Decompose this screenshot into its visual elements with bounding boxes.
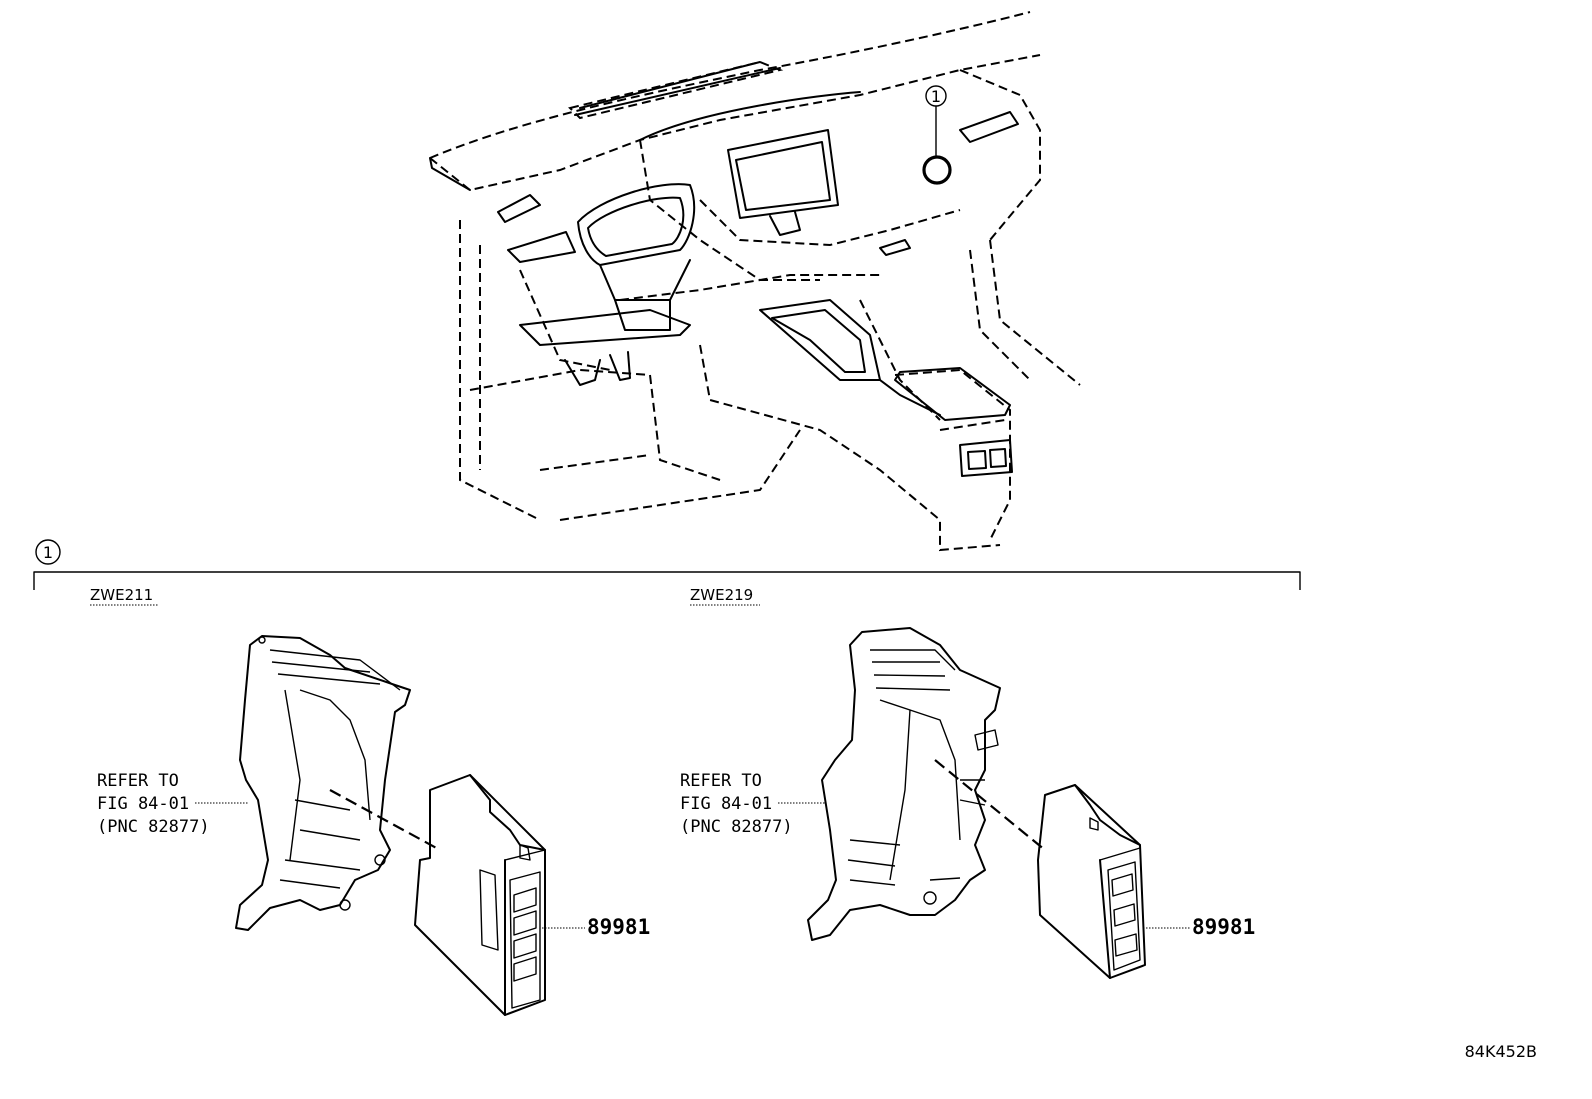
refer-line-3: (PNC 82877) — [680, 817, 793, 837]
part-number-label: 89981 — [1143, 915, 1255, 939]
bracket-illustration — [807, 627, 1001, 941]
refer-note: REFER TO FIG 84-01 (PNC 82877) — [97, 771, 248, 837]
detail-section-header: 1 — [33, 539, 1301, 590]
part-number: 89981 — [1192, 915, 1255, 939]
variant-zwe211: ZWE211 REFER TO FIG 84-01 (PNC 82877) — [90, 586, 650, 1016]
variant-code: ZWE219 — [690, 586, 753, 604]
refer-line-3: (PNC 82877) — [97, 817, 210, 837]
overview-callout-number: 1 — [931, 87, 941, 106]
part-number: 89981 — [587, 915, 650, 939]
location-ring — [922, 155, 952, 185]
ecu-module-illustration — [414, 774, 546, 1016]
detail-callout-circle — [35, 539, 61, 565]
refer-line-2: FIG 84-01 — [680, 794, 772, 814]
dashboard-overview-illustration — [429, 11, 1081, 552]
part-number-label: 89981 — [542, 915, 650, 939]
refer-line-1: REFER TO — [680, 771, 762, 791]
variant-zwe219: ZWE219 REFER TO FIG 84-01 (PNC 82877) — [680, 586, 1255, 979]
ecu-module-illustration — [1037, 784, 1146, 979]
figure-id: 84K452B — [1465, 1042, 1537, 1061]
refer-line-1: REFER TO — [97, 771, 179, 791]
overview-callout: 1 — [922, 85, 952, 185]
variant-code: ZWE211 — [90, 586, 153, 604]
refer-note: REFER TO FIG 84-01 (PNC 82877) — [680, 771, 826, 837]
detail-bracket — [33, 571, 1301, 590]
bracket-illustration — [235, 635, 411, 931]
refer-line-2: FIG 84-01 — [97, 794, 189, 814]
detail-callout-number: 1 — [43, 543, 53, 562]
